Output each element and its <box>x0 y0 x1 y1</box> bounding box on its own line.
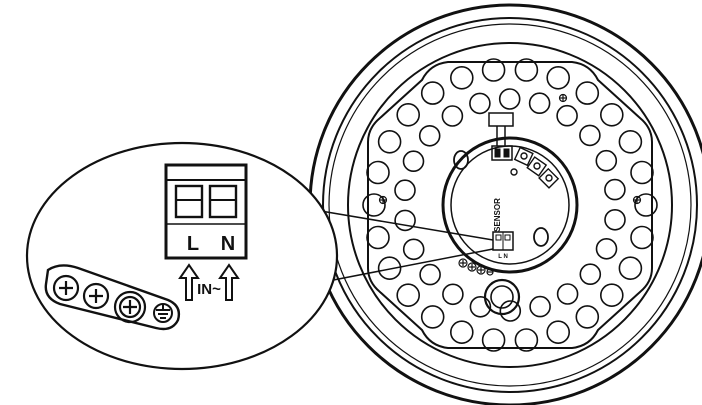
vent-hole <box>514 328 539 352</box>
vent-hole <box>420 305 445 329</box>
adjust-knob <box>483 278 521 316</box>
vent-hole <box>546 66 571 90</box>
vent-hole <box>556 104 578 127</box>
vent-hole <box>420 81 445 105</box>
outer-rim-edge <box>328 23 692 387</box>
vent-hole <box>481 328 506 352</box>
sensor-label: SENSOR <box>493 198 502 232</box>
vent-hole <box>599 283 624 308</box>
screw-strip <box>44 264 181 331</box>
vent-hole <box>362 193 386 217</box>
vent-hole <box>366 225 390 250</box>
vent-hole <box>498 88 521 110</box>
plate-screws <box>378 93 642 205</box>
terminal-slot-N <box>208 184 238 219</box>
mounting-plate <box>367 61 653 349</box>
vent-hole <box>514 58 539 82</box>
callout-bubble: L N IN~ <box>25 141 339 371</box>
terminal-label-L: L <box>187 233 199 255</box>
vent-hole <box>394 179 416 201</box>
vent-hole <box>366 160 390 185</box>
vent-hole <box>528 92 551 114</box>
terminal-label-N: N <box>221 233 235 255</box>
vent-hole <box>595 238 618 260</box>
base-plate-edge <box>347 42 673 368</box>
vent-hole <box>402 238 425 261</box>
vent-hole <box>604 209 626 231</box>
leader-lines <box>302 207 494 284</box>
outer-rim-inner <box>322 17 698 393</box>
vent-hole <box>481 58 506 82</box>
vent-hole <box>579 124 601 147</box>
screw-terminals <box>52 274 147 324</box>
sensor-bracket <box>488 112 514 127</box>
mount-boss-right <box>533 227 549 247</box>
terminal-slot-L <box>174 184 204 219</box>
vent-hole <box>394 209 416 232</box>
vent-hole <box>441 105 464 127</box>
vent-hole <box>529 295 551 318</box>
vent-hole <box>630 225 654 250</box>
vent-hole <box>377 256 402 281</box>
vent-hole <box>396 283 421 308</box>
vent-hole <box>402 150 425 172</box>
vent-hole <box>442 283 464 306</box>
input-arrow-L <box>178 263 200 301</box>
vent-hole <box>604 178 626 201</box>
connector-blocks <box>513 146 560 189</box>
ventilation-holes <box>362 58 658 352</box>
vent-hole <box>634 193 658 217</box>
light-fixture <box>308 3 702 405</box>
vent-hole <box>575 305 600 329</box>
input-arrow-N <box>218 263 240 301</box>
vent-hole <box>556 283 579 305</box>
vent-hole <box>599 103 624 127</box>
center-module <box>441 136 579 274</box>
sensor-connector <box>491 145 513 161</box>
ground-terminals <box>458 258 494 276</box>
vent-hole <box>595 149 618 172</box>
vent-hole <box>469 92 491 115</box>
vent-hole <box>618 256 643 281</box>
vent-hole <box>618 130 643 154</box>
mount-boss-left <box>453 150 469 170</box>
vent-hole <box>630 160 654 185</box>
vent-hole <box>579 263 602 286</box>
vent-hole <box>396 103 421 127</box>
vent-hole <box>419 263 441 286</box>
vent-hole <box>499 300 522 322</box>
vent-hole <box>449 66 474 90</box>
vent-hole <box>575 81 600 105</box>
vent-hole <box>449 320 474 345</box>
ground-symbol-icon <box>153 303 173 323</box>
vent-hole <box>546 320 571 345</box>
center-module-inner <box>450 145 570 265</box>
vent-hole <box>469 295 492 318</box>
small-terminal-label: L N <box>498 254 508 260</box>
vent-hole <box>377 130 402 154</box>
input-label: IN~ <box>197 281 221 298</box>
terminal-block <box>164 163 248 260</box>
vent-hole <box>418 125 441 147</box>
